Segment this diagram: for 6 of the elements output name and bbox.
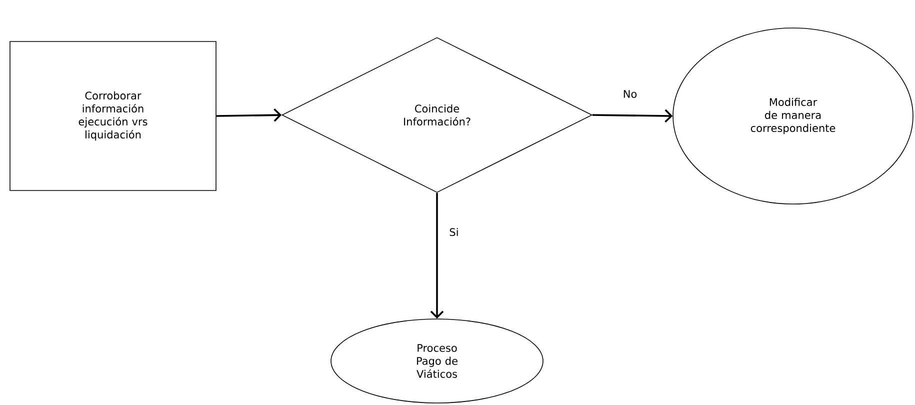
arrow bbox=[216, 108, 282, 122]
edge-label: No bbox=[622, 89, 638, 99]
arrow bbox=[430, 192, 444, 319]
arrow bbox=[592, 109, 673, 123]
process-box: Corroborar información ejecución vrs liquidación bbox=[10, 41, 216, 191]
edge-label: Si bbox=[448, 226, 460, 238]
